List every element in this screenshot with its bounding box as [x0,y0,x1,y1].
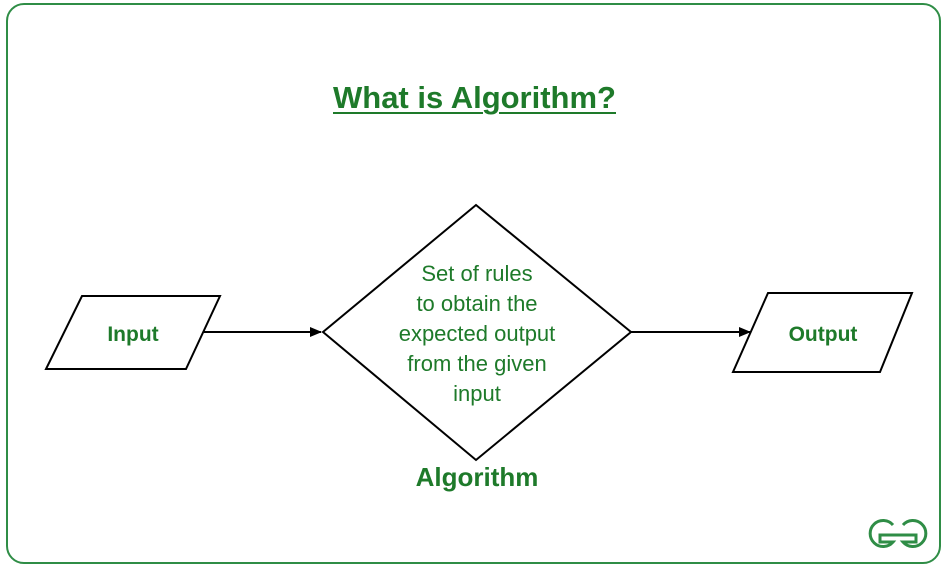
diagram-title: What is Algorithm? [333,80,616,115]
input-shape [44,295,222,370]
algorithm-text-line-3: expected output [399,321,556,346]
algorithm-text-line-1: Set of rules [421,261,532,286]
logo-left-g [868,519,897,548]
output-node: Output [731,292,914,373]
output-shape [731,292,914,373]
input-label: Input [107,323,158,346]
algorithm-text-line-4: from the given [407,351,546,376]
algorithm-text-line-2: to obtain the [416,291,537,316]
algorithm-node: Set of rules to obtain the expected outp… [321,203,633,462]
output-label: Output [789,323,858,346]
input-node: Input [44,295,222,370]
logo-right-g [899,519,928,548]
gfg-logo [868,519,928,548]
algorithm-caption: Algorithm [416,462,539,492]
algorithm-text-line-5: input [453,381,501,406]
algorithm-diamond [321,203,633,462]
